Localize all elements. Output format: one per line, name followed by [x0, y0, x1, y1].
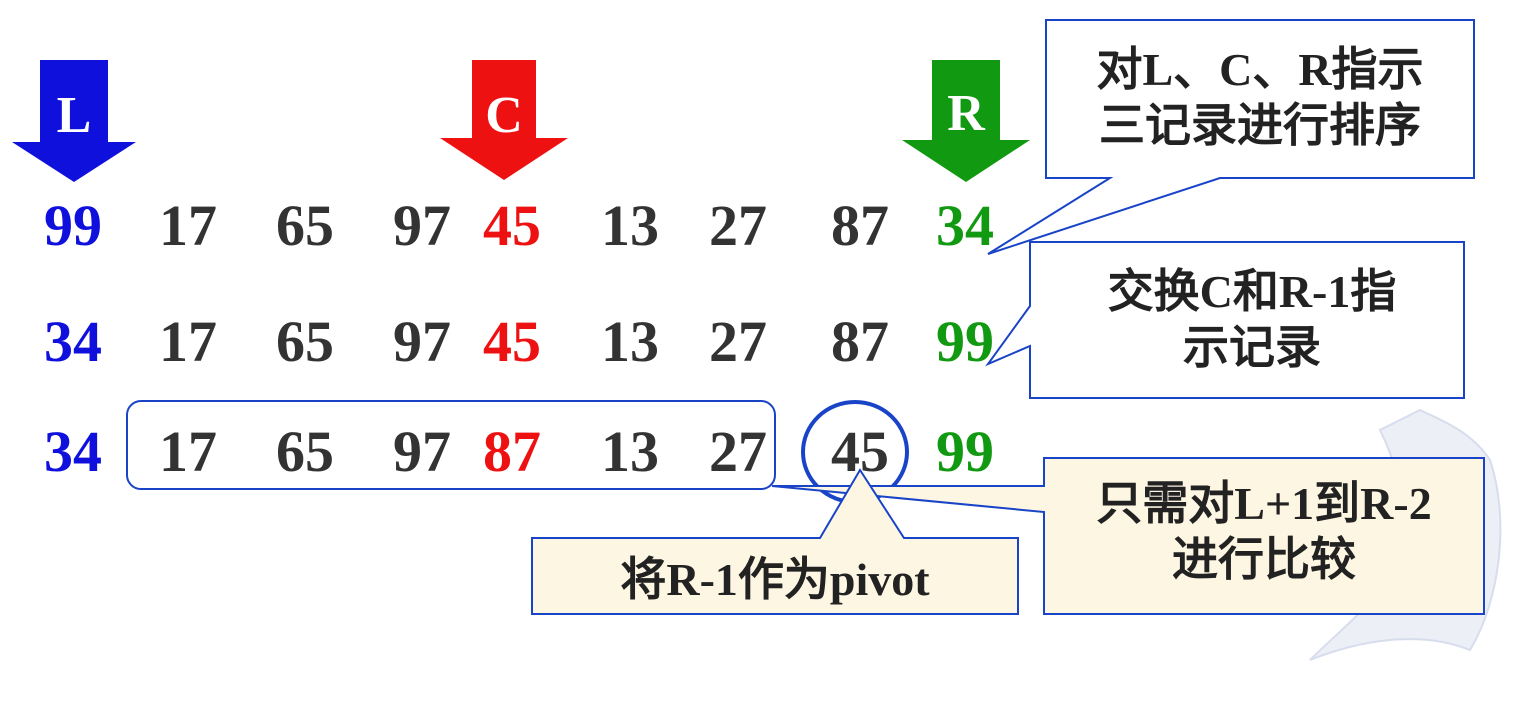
- record-value-r3-c5: 87: [483, 419, 541, 484]
- center-pointer-arrow-icon: [440, 60, 568, 180]
- record-value-r2-c8: 87: [831, 309, 889, 374]
- callout-compare-line-2: 进行比较: [1172, 534, 1356, 585]
- callout-pivot-box: [531, 468, 1019, 615]
- record-value-r2-c2: 17: [159, 309, 217, 374]
- record-value-r1-c9: 34: [936, 193, 994, 258]
- callout-compare-text: 只需对L+1到R-2 进行比较: [1044, 476, 1484, 588]
- callout-sort-three-text: 对L、C、R指示 三记录进行排序: [1046, 42, 1474, 154]
- callout-sort-three-line-1: 对L、C、R指示: [1096, 44, 1424, 95]
- record-value-r1-c3: 65: [276, 193, 334, 258]
- record-value-r1-c5: 45: [483, 193, 541, 258]
- callout-compare-box: [771, 457, 1485, 615]
- record-value-r3-c4: 97: [393, 419, 451, 484]
- callout-swap-box: [985, 241, 1465, 399]
- callout-swap-text: 交换C和R-1指 示记录: [1040, 264, 1464, 376]
- record-value-r1-c2: 17: [159, 193, 217, 258]
- record-value-r1-c1: 99: [44, 193, 102, 258]
- record-value-r3-c8: 45: [831, 419, 889, 484]
- record-value-r3-c1: 34: [44, 419, 102, 484]
- callout-swap-line-2: 示记录: [1183, 322, 1321, 373]
- record-value-r1-c7: 27: [709, 193, 767, 258]
- right-pointer-label: R: [947, 85, 985, 142]
- right-pointer-arrow-icon: [902, 60, 1030, 182]
- record-value-r2-c9: 99: [936, 309, 994, 374]
- record-value-r2-c4: 97: [393, 309, 451, 374]
- callout-swap-line-1: 交换C和R-1指: [1107, 266, 1397, 317]
- left-pointer-label: L: [56, 87, 92, 144]
- left-pointer-arrow-icon: [12, 60, 136, 182]
- record-value-r2-c5: 45: [483, 309, 541, 374]
- record-value-r3-c2: 17: [159, 419, 217, 484]
- callout-pivot-text: 将R-1作为pivot: [532, 552, 1018, 608]
- record-value-r1-c8: 87: [831, 193, 889, 258]
- record-value-r2-c1: 34: [44, 309, 102, 374]
- center-pointer-label: C: [485, 87, 523, 144]
- record-value-r1-c6: 13: [601, 193, 659, 258]
- callout-sort-three-line-2: 三记录进行排序: [1099, 100, 1421, 151]
- record-value-r3-c9: 99: [936, 419, 994, 484]
- record-value-r3-c6: 13: [601, 419, 659, 484]
- callout-pivot-line-1: 将R-1作为pivot: [620, 554, 930, 605]
- record-value-r2-c6: 13: [601, 309, 659, 374]
- callout-sort-three-box: [987, 19, 1475, 255]
- compare-range-frame: [126, 400, 776, 490]
- record-value-r3-c7: 27: [709, 419, 767, 484]
- record-value-r2-c7: 27: [709, 309, 767, 374]
- record-value-r1-c4: 97: [393, 193, 451, 258]
- record-value-r3-c3: 65: [276, 419, 334, 484]
- callout-compare-line-1: 只需对L+1到R-2: [1096, 478, 1432, 529]
- record-value-r2-c3: 65: [276, 309, 334, 374]
